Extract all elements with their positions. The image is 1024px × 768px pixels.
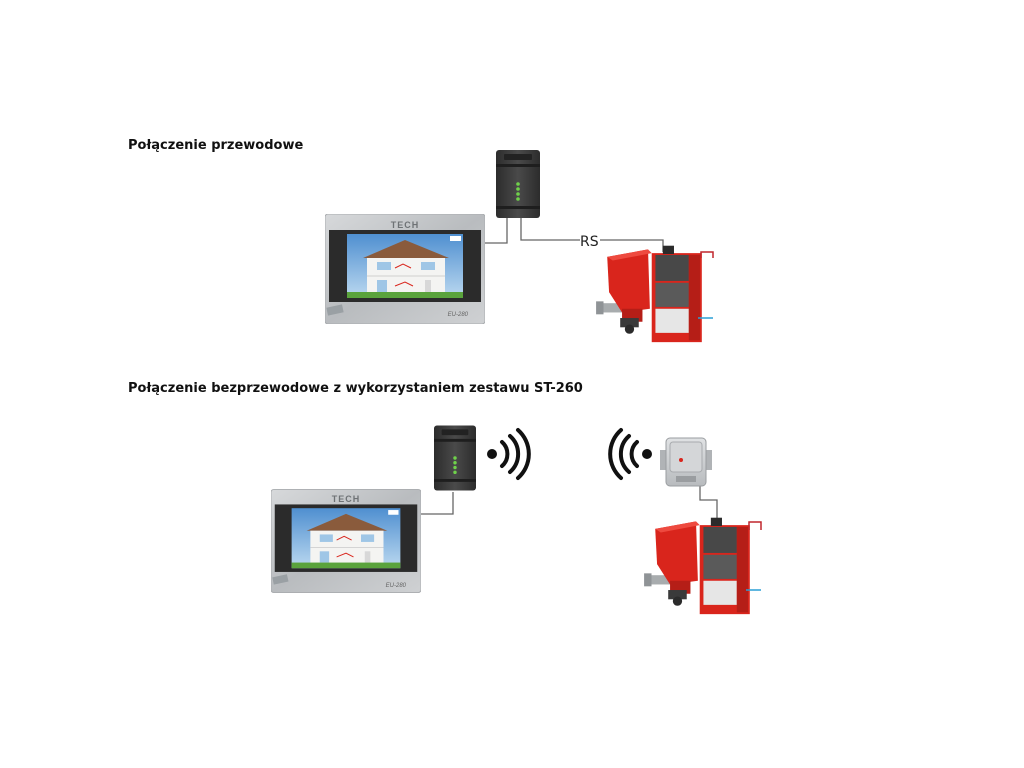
wireless-section: TECH EU-280 xyxy=(271,425,762,615)
panel-brand-logo-wireless: TECH xyxy=(332,494,361,504)
wifi-signal-left-icon xyxy=(608,428,652,480)
section-title-wired: Połączenie przewodowe xyxy=(128,138,304,153)
hot-pipe-wireless xyxy=(748,521,762,530)
cable-panel-module xyxy=(483,218,508,244)
transmitter-module xyxy=(434,425,476,491)
panel-brand-logo: TECH xyxy=(391,220,420,230)
section-title-wireless: Połączenie bezprzewodowe z wykorzystanie… xyxy=(128,381,583,396)
hot-pipe-wired xyxy=(700,251,714,258)
wired-section: RS TECH EU-280 xyxy=(325,150,714,343)
cable-module-rs-left xyxy=(520,218,580,241)
touch-panel-wireless: TECH EU-280 xyxy=(271,488,421,594)
cable-receiver-boiler xyxy=(699,484,718,522)
pellet-boiler-wired xyxy=(596,245,702,343)
cable-module-rs-right xyxy=(600,239,664,252)
st260-receiver xyxy=(660,437,712,487)
panel-model-label-wireless: EU-280 xyxy=(386,583,407,589)
touch-panel-wired: TECH EU-280 xyxy=(325,214,485,324)
rs-link-label: RS xyxy=(580,234,599,250)
pellet-boiler-wireless xyxy=(644,517,750,615)
cable-panel-module-wireless xyxy=(419,492,454,515)
panel-model-label: EU-280 xyxy=(448,312,469,318)
wired-cables xyxy=(483,218,664,252)
wifi-signal-right-icon xyxy=(487,428,531,480)
communication-module-wired xyxy=(496,150,540,218)
